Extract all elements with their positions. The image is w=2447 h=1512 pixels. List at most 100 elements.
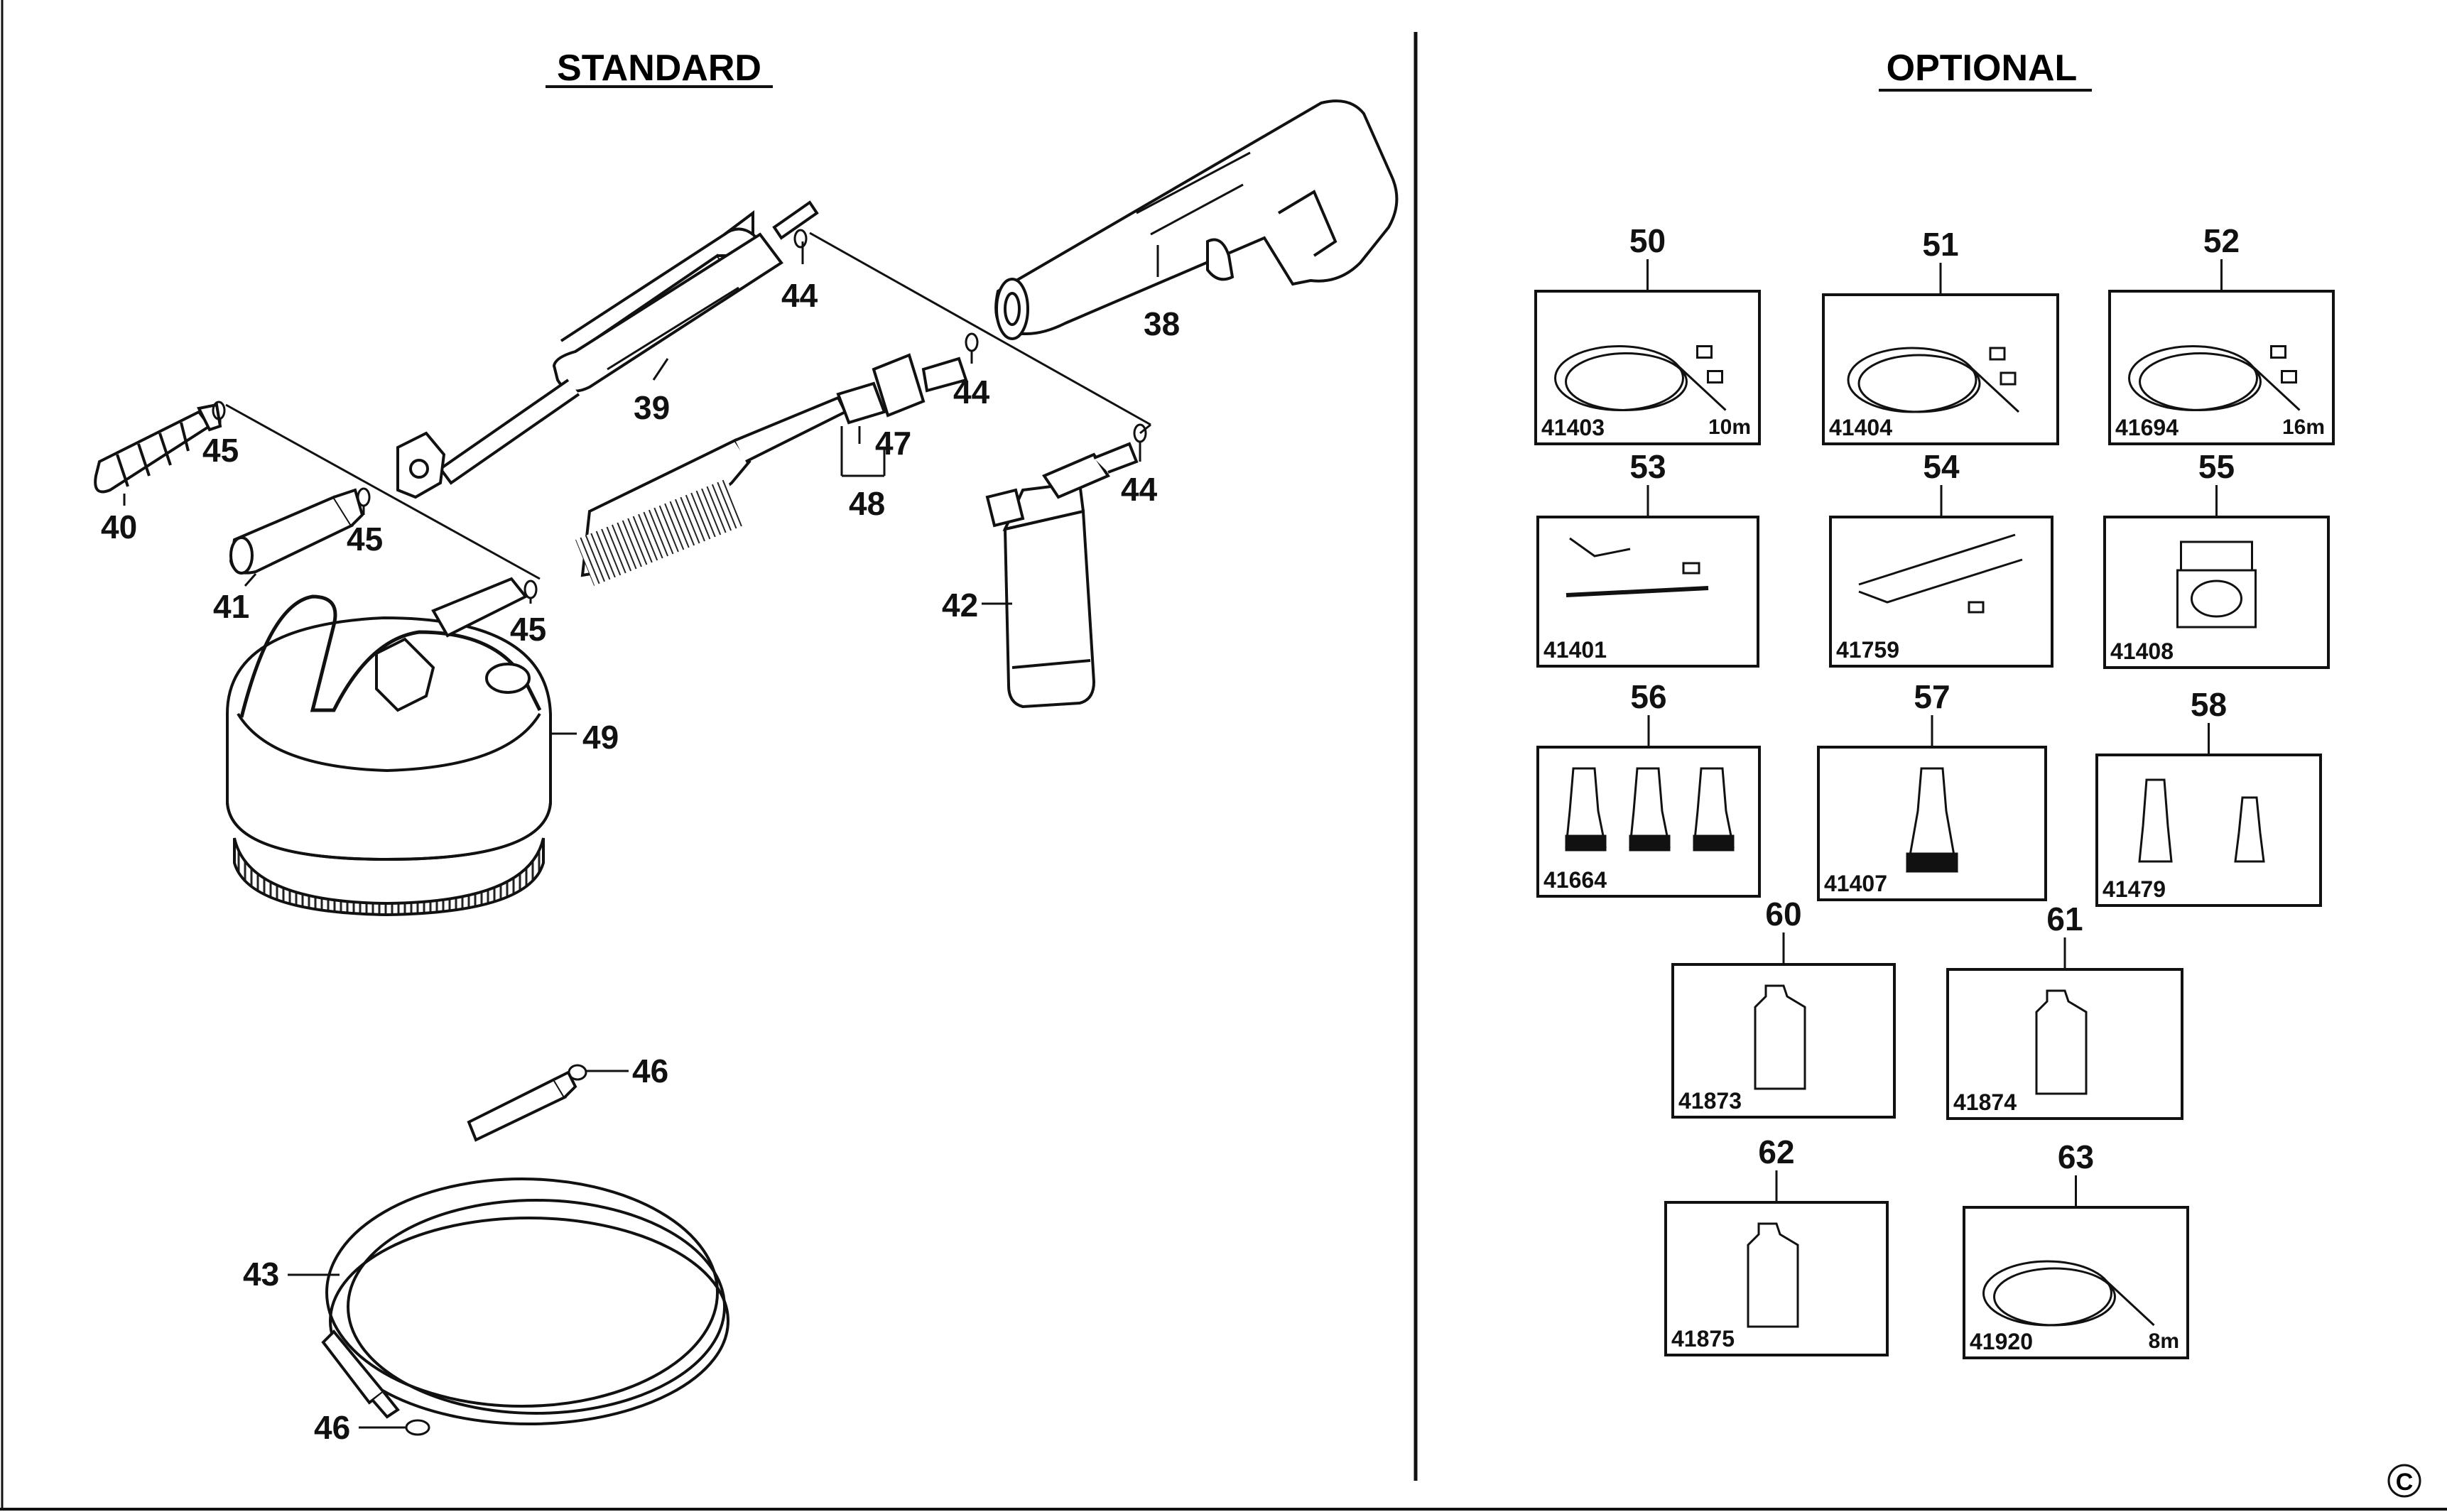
- accessory-drawing: [1682, 562, 1700, 575]
- callout-39: 39: [634, 389, 670, 426]
- callout-45b: 45: [347, 521, 383, 558]
- item-number: 58: [2191, 686, 2227, 723]
- item-part-code: 41401: [1543, 637, 1607, 663]
- accessory-drawing: [1566, 586, 1709, 597]
- item-number: 53: [1629, 448, 1666, 485]
- callout-49: 49: [582, 719, 619, 756]
- standard-section: [94, 99, 1399, 1436]
- patio-cleaner: [226, 577, 552, 917]
- accessory-drawing: [2270, 345, 2286, 359]
- standard-title: STANDARD: [557, 48, 761, 89]
- accessory-drawing: [2139, 352, 2262, 411]
- accessory-drawing: [1565, 834, 1607, 852]
- accessory-drawing: [1693, 834, 1735, 852]
- hose-coil: [321, 1070, 729, 1425]
- accessory-drawing: [1754, 984, 1806, 1090]
- o-rings: [212, 229, 1147, 1436]
- item-number: 60: [1765, 896, 1801, 932]
- item-number: 62: [1758, 1133, 1794, 1170]
- optional-item-56: 56 41664: [1536, 678, 1761, 898]
- leader-lines: [123, 232, 1159, 1429]
- item-part-code: 41873: [1678, 1088, 1742, 1114]
- accessory-drawing: [2234, 796, 2265, 863]
- optional-item-62: 62 41875: [1664, 1133, 1889, 1356]
- callout-43: 43: [243, 1256, 279, 1293]
- accessory-drawing: [1858, 558, 2023, 604]
- rotary-nozzle: [94, 403, 222, 494]
- callout-47: 47: [875, 425, 911, 462]
- item-part-code: 41759: [1836, 637, 1899, 663]
- lance: [396, 200, 819, 499]
- accessory-drawing: [1906, 852, 1958, 873]
- accessory-drawing: [1993, 1267, 2116, 1327]
- callout-38: 38: [1144, 305, 1180, 342]
- copyright-symbol: [2387, 1464, 2421, 1498]
- callout-45a: 45: [202, 432, 239, 469]
- item-length: 10m: [1708, 415, 1751, 439]
- accessory-drawing: [2191, 580, 2242, 618]
- item-number: 63: [2058, 1138, 2094, 1175]
- item-number: 57: [1914, 678, 1950, 715]
- accessory-drawing: [2281, 370, 2297, 384]
- accessory-drawing: [1858, 533, 2016, 586]
- item-number: 55: [2198, 448, 2235, 485]
- optional-item-60: 60 41873: [1671, 896, 1896, 1119]
- callout-46a: 46: [632, 1053, 668, 1089]
- accessory-drawing: [1968, 601, 1985, 614]
- accessory-drawing: [2103, 1278, 2155, 1327]
- accessory-drawing: [1968, 364, 2020, 413]
- item-part-code: 41664: [1543, 867, 1607, 893]
- callout-40: 40: [101, 508, 137, 545]
- accessory-drawing: [1629, 834, 1671, 852]
- callout-48: 48: [849, 485, 885, 522]
- accessory-drawing: [1857, 354, 1981, 413]
- item-number: 56: [1630, 678, 1666, 715]
- item-number: 51: [1922, 226, 1958, 263]
- item-box: [1817, 746, 2047, 901]
- item-part-code: 41404: [1829, 415, 1892, 440]
- callout-44c: 44: [1121, 471, 1158, 508]
- accessory-drawing: [2000, 371, 2017, 386]
- optional-item-50: 50 41403 10m: [1534, 222, 1761, 445]
- item-part-code: 41407: [1824, 871, 1887, 896]
- item-part-code: 41408: [2110, 638, 2174, 664]
- item-box: [1822, 293, 2059, 445]
- optional-item-51: 51 41404: [1822, 226, 2059, 445]
- optional-item-57: 57 41407: [1817, 678, 2047, 901]
- accessory-drawing: [1989, 347, 2006, 361]
- accessory-drawing: [2176, 569, 2257, 629]
- callout-46b: 46: [314, 1409, 350, 1446]
- item-number: 50: [1629, 222, 1666, 259]
- standard-callouts: 38 39 40 41 42 43 44 44 44 45 45 45 46 4…: [101, 277, 1180, 1446]
- item-part-code: 41874: [1953, 1089, 2017, 1115]
- callout-44b: 44: [953, 374, 990, 410]
- item-number: 52: [2203, 222, 2240, 259]
- callout-44a: 44: [781, 277, 818, 314]
- callout-45c: 45: [510, 611, 546, 648]
- trigger-gun: [994, 99, 1399, 340]
- accessory-drawing: [1569, 537, 1631, 558]
- item-part-code: 41920: [1970, 1329, 2033, 1354]
- callout-41: 41: [213, 588, 249, 625]
- item-box: [1829, 516, 2053, 668]
- item-box: [1671, 963, 1896, 1119]
- detergent-bottle: [985, 442, 1139, 709]
- variable-nozzle: [229, 488, 364, 575]
- item-length: 16m: [2282, 415, 2325, 439]
- accessory-drawing: [1747, 1222, 1799, 1328]
- wash-brush: [575, 353, 968, 586]
- item-part-code: 41875: [1671, 1326, 1735, 1351]
- copyright-letter: C: [2396, 1469, 2414, 1496]
- item-box: [2095, 754, 2322, 907]
- item-part-code: 41403: [1541, 415, 1605, 440]
- optional-title: OPTIONAL: [1887, 48, 2078, 89]
- accessory-drawing: [1696, 345, 1713, 359]
- accessory-drawing: [2035, 989, 2088, 1095]
